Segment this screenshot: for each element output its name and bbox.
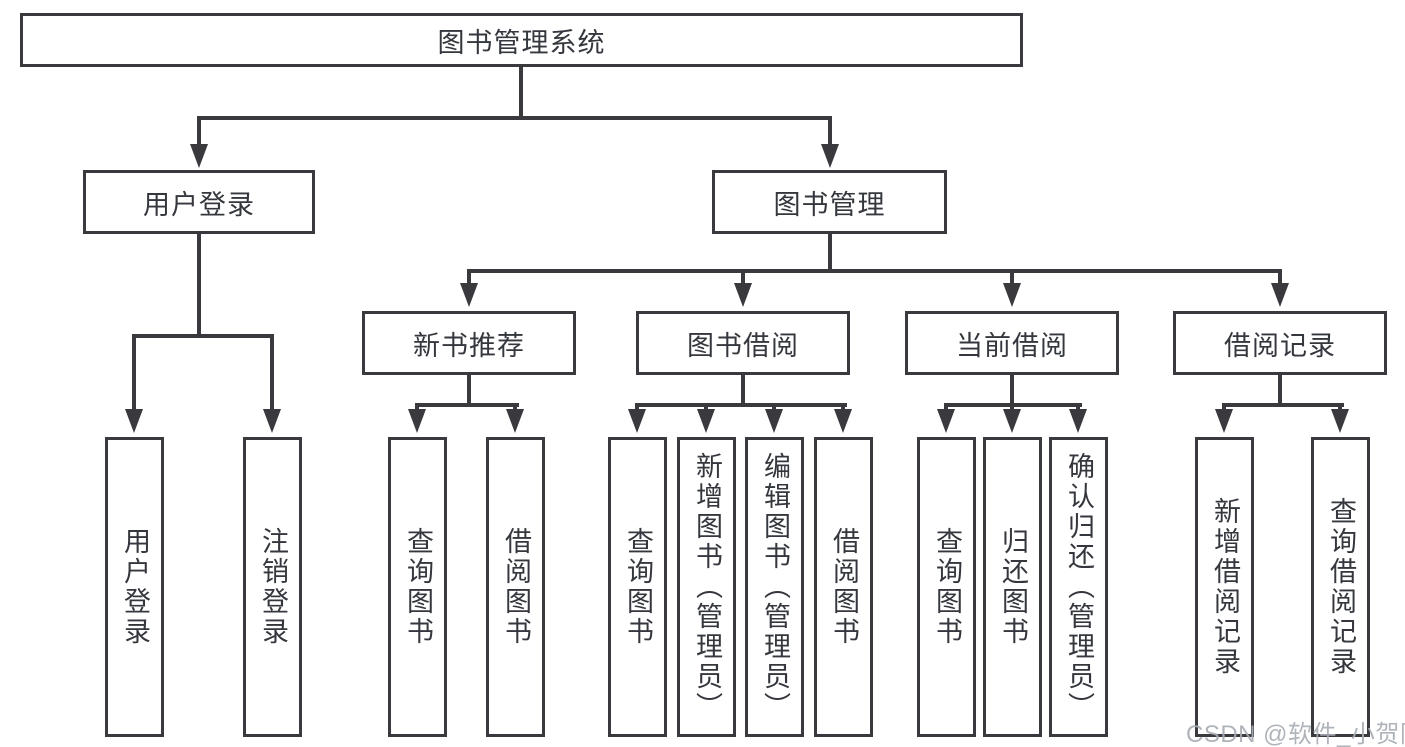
leaf-query-books-1: 查询图书 xyxy=(388,437,447,737)
leaf-query-books-2: 查询图书 xyxy=(608,437,667,737)
connector-line xyxy=(132,334,274,338)
connector-line xyxy=(1222,403,1344,407)
arrowhead-down-icon xyxy=(834,409,852,433)
node-label: 确认归还（管理员） xyxy=(1064,452,1094,722)
connector-line xyxy=(270,336,274,411)
node-label: 用户登录 xyxy=(143,189,255,220)
connector-line xyxy=(415,403,519,407)
connector-line xyxy=(1278,373,1282,407)
connector-line xyxy=(1010,403,1014,411)
leaf-add-borrow-record: 新增借阅记录 xyxy=(1195,437,1254,737)
leaf-confirm-return-admin: 确认归还（管理员） xyxy=(1049,437,1108,737)
node-label: 借阅图书 xyxy=(829,527,859,647)
node-label: 查询图书 xyxy=(932,527,962,647)
connector-line xyxy=(415,403,419,411)
arrowhead-down-icon xyxy=(1003,283,1021,307)
node-book-borrowing: 图书借阅 xyxy=(636,311,850,375)
arrowhead-down-icon xyxy=(506,409,524,433)
arrowhead-down-icon xyxy=(1003,409,1021,433)
node-library-management-system: 图书管理系统 xyxy=(20,13,1023,67)
connector-line xyxy=(513,403,517,411)
connector-line xyxy=(635,403,639,411)
connector-line xyxy=(467,373,471,407)
arrowhead-down-icon xyxy=(460,283,478,307)
connector-line xyxy=(519,65,523,120)
node-label: 新书推荐 xyxy=(413,330,525,361)
leaf-borrow-books-1: 借阅图书 xyxy=(486,437,545,737)
node-current-borrowing: 当前借阅 xyxy=(905,311,1119,375)
node-label: 查询借阅记录 xyxy=(1326,497,1356,677)
arrowhead-down-icon xyxy=(821,144,839,168)
arrowhead-down-icon xyxy=(1271,283,1289,307)
node-label: 图书管理 xyxy=(773,189,886,220)
node-book-management: 图书管理 xyxy=(712,170,947,234)
leaf-return-books: 归还图书 xyxy=(983,437,1042,737)
arrowhead-down-icon xyxy=(408,409,426,433)
connector-line xyxy=(197,116,832,120)
arrowhead-down-icon xyxy=(125,409,143,433)
connector-line xyxy=(772,403,776,411)
csdn-watermark: CSDN @软件_小贺同学 xyxy=(1186,721,1405,747)
arrowhead-down-icon xyxy=(765,409,783,433)
node-label: 注销登录 xyxy=(258,527,288,647)
connector-line xyxy=(1076,403,1080,411)
node-label: 图书管理系统 xyxy=(437,27,606,58)
node-label: 借阅图书 xyxy=(501,527,531,647)
node-label: 归还图书 xyxy=(998,527,1028,647)
connector-line xyxy=(197,232,201,338)
connector-line xyxy=(1010,271,1014,285)
connector-line xyxy=(132,336,136,411)
leaf-user-login: 用户登录 xyxy=(105,437,164,737)
arrowhead-down-icon xyxy=(1331,409,1349,433)
node-borrowing-records: 借阅记录 xyxy=(1173,311,1387,375)
connector-line xyxy=(1338,403,1342,411)
node-user-login: 用户登录 xyxy=(83,170,315,234)
node-label: 查询图书 xyxy=(403,527,433,647)
arrowhead-down-icon xyxy=(937,409,955,433)
arrowhead-down-icon xyxy=(190,144,208,168)
arrowhead-down-icon xyxy=(697,409,715,433)
leaf-borrow-books-2: 借阅图书 xyxy=(814,437,873,737)
leaf-query-borrow-record: 查询借阅记录 xyxy=(1311,437,1370,737)
node-label: 编辑图书（管理员） xyxy=(760,452,790,722)
connector-line xyxy=(828,232,832,273)
leaf-logout: 注销登录 xyxy=(243,437,302,737)
connector-line xyxy=(704,403,708,411)
connector-line xyxy=(828,118,832,146)
leaf-query-books-3: 查询图书 xyxy=(917,437,976,737)
node-label: 图书借阅 xyxy=(687,330,799,361)
connector-line xyxy=(635,403,847,407)
arrowhead-down-icon xyxy=(1069,409,1087,433)
node-new-book-recommendation: 新书推荐 xyxy=(362,311,576,375)
connector-line xyxy=(1222,403,1226,411)
node-label: 新增图书（管理员） xyxy=(692,452,722,722)
connector-line xyxy=(841,403,845,411)
node-label: 新增借阅记录 xyxy=(1210,497,1240,677)
node-label: 当前借阅 xyxy=(956,330,1068,361)
connector-line xyxy=(467,271,471,285)
arrowhead-down-icon xyxy=(1215,409,1233,433)
node-label: 借阅记录 xyxy=(1224,330,1336,361)
leaf-add-books-admin: 新增图书（管理员） xyxy=(677,437,736,737)
node-label: 查询图书 xyxy=(623,527,653,647)
connector-line xyxy=(741,271,745,285)
arrowhead-down-icon xyxy=(628,409,646,433)
connector-line xyxy=(197,118,201,146)
connector-line xyxy=(944,403,948,411)
arrowhead-down-icon xyxy=(734,283,752,307)
arrowhead-down-icon xyxy=(263,409,281,433)
connector-line xyxy=(1278,271,1282,285)
node-label: 用户登录 xyxy=(120,527,150,647)
connector-line xyxy=(741,373,745,407)
leaf-edit-books-admin: 编辑图书（管理员） xyxy=(745,437,804,737)
connector-line xyxy=(467,269,1282,273)
connector-line xyxy=(1010,373,1014,407)
